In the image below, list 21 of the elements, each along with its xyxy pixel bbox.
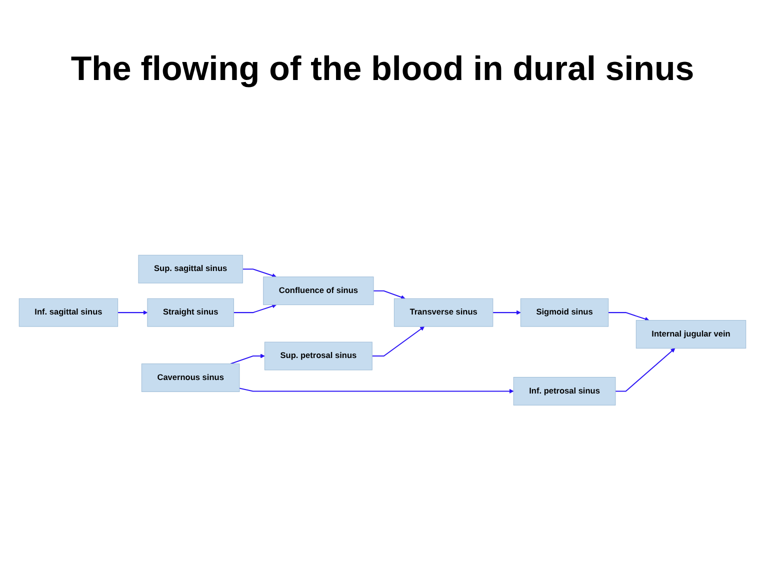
arrow: [242, 268, 277, 278]
arrow: [492, 310, 521, 315]
node-box: Cavernous sinus: [141, 363, 240, 392]
arrow: [608, 312, 650, 322]
arrow: [118, 310, 148, 315]
diagram-title: The flowing of the blood in dural sinus: [70, 50, 696, 89]
node-box: Sup. sagittal sinus: [138, 254, 243, 284]
node-box: Straight sinus: [147, 298, 234, 327]
arrow: [230, 354, 265, 364]
node-box: Transverse sinus: [394, 298, 494, 327]
node-box: Inf. sagittal sinus: [18, 298, 118, 327]
node-box: Inf. petrosal sinus: [513, 376, 616, 406]
node-box: Confluence of sinus: [263, 276, 374, 305]
node-box: Internal jugular vein: [636, 320, 746, 348]
node-box: Sup. petrosal sinus: [264, 342, 372, 370]
arrow: [374, 290, 406, 300]
arrow: [615, 348, 676, 392]
node-box: Sigmoid sinus: [520, 298, 609, 327]
arrow: [372, 326, 425, 356]
arrow: [234, 304, 277, 313]
arrow: [239, 388, 514, 394]
